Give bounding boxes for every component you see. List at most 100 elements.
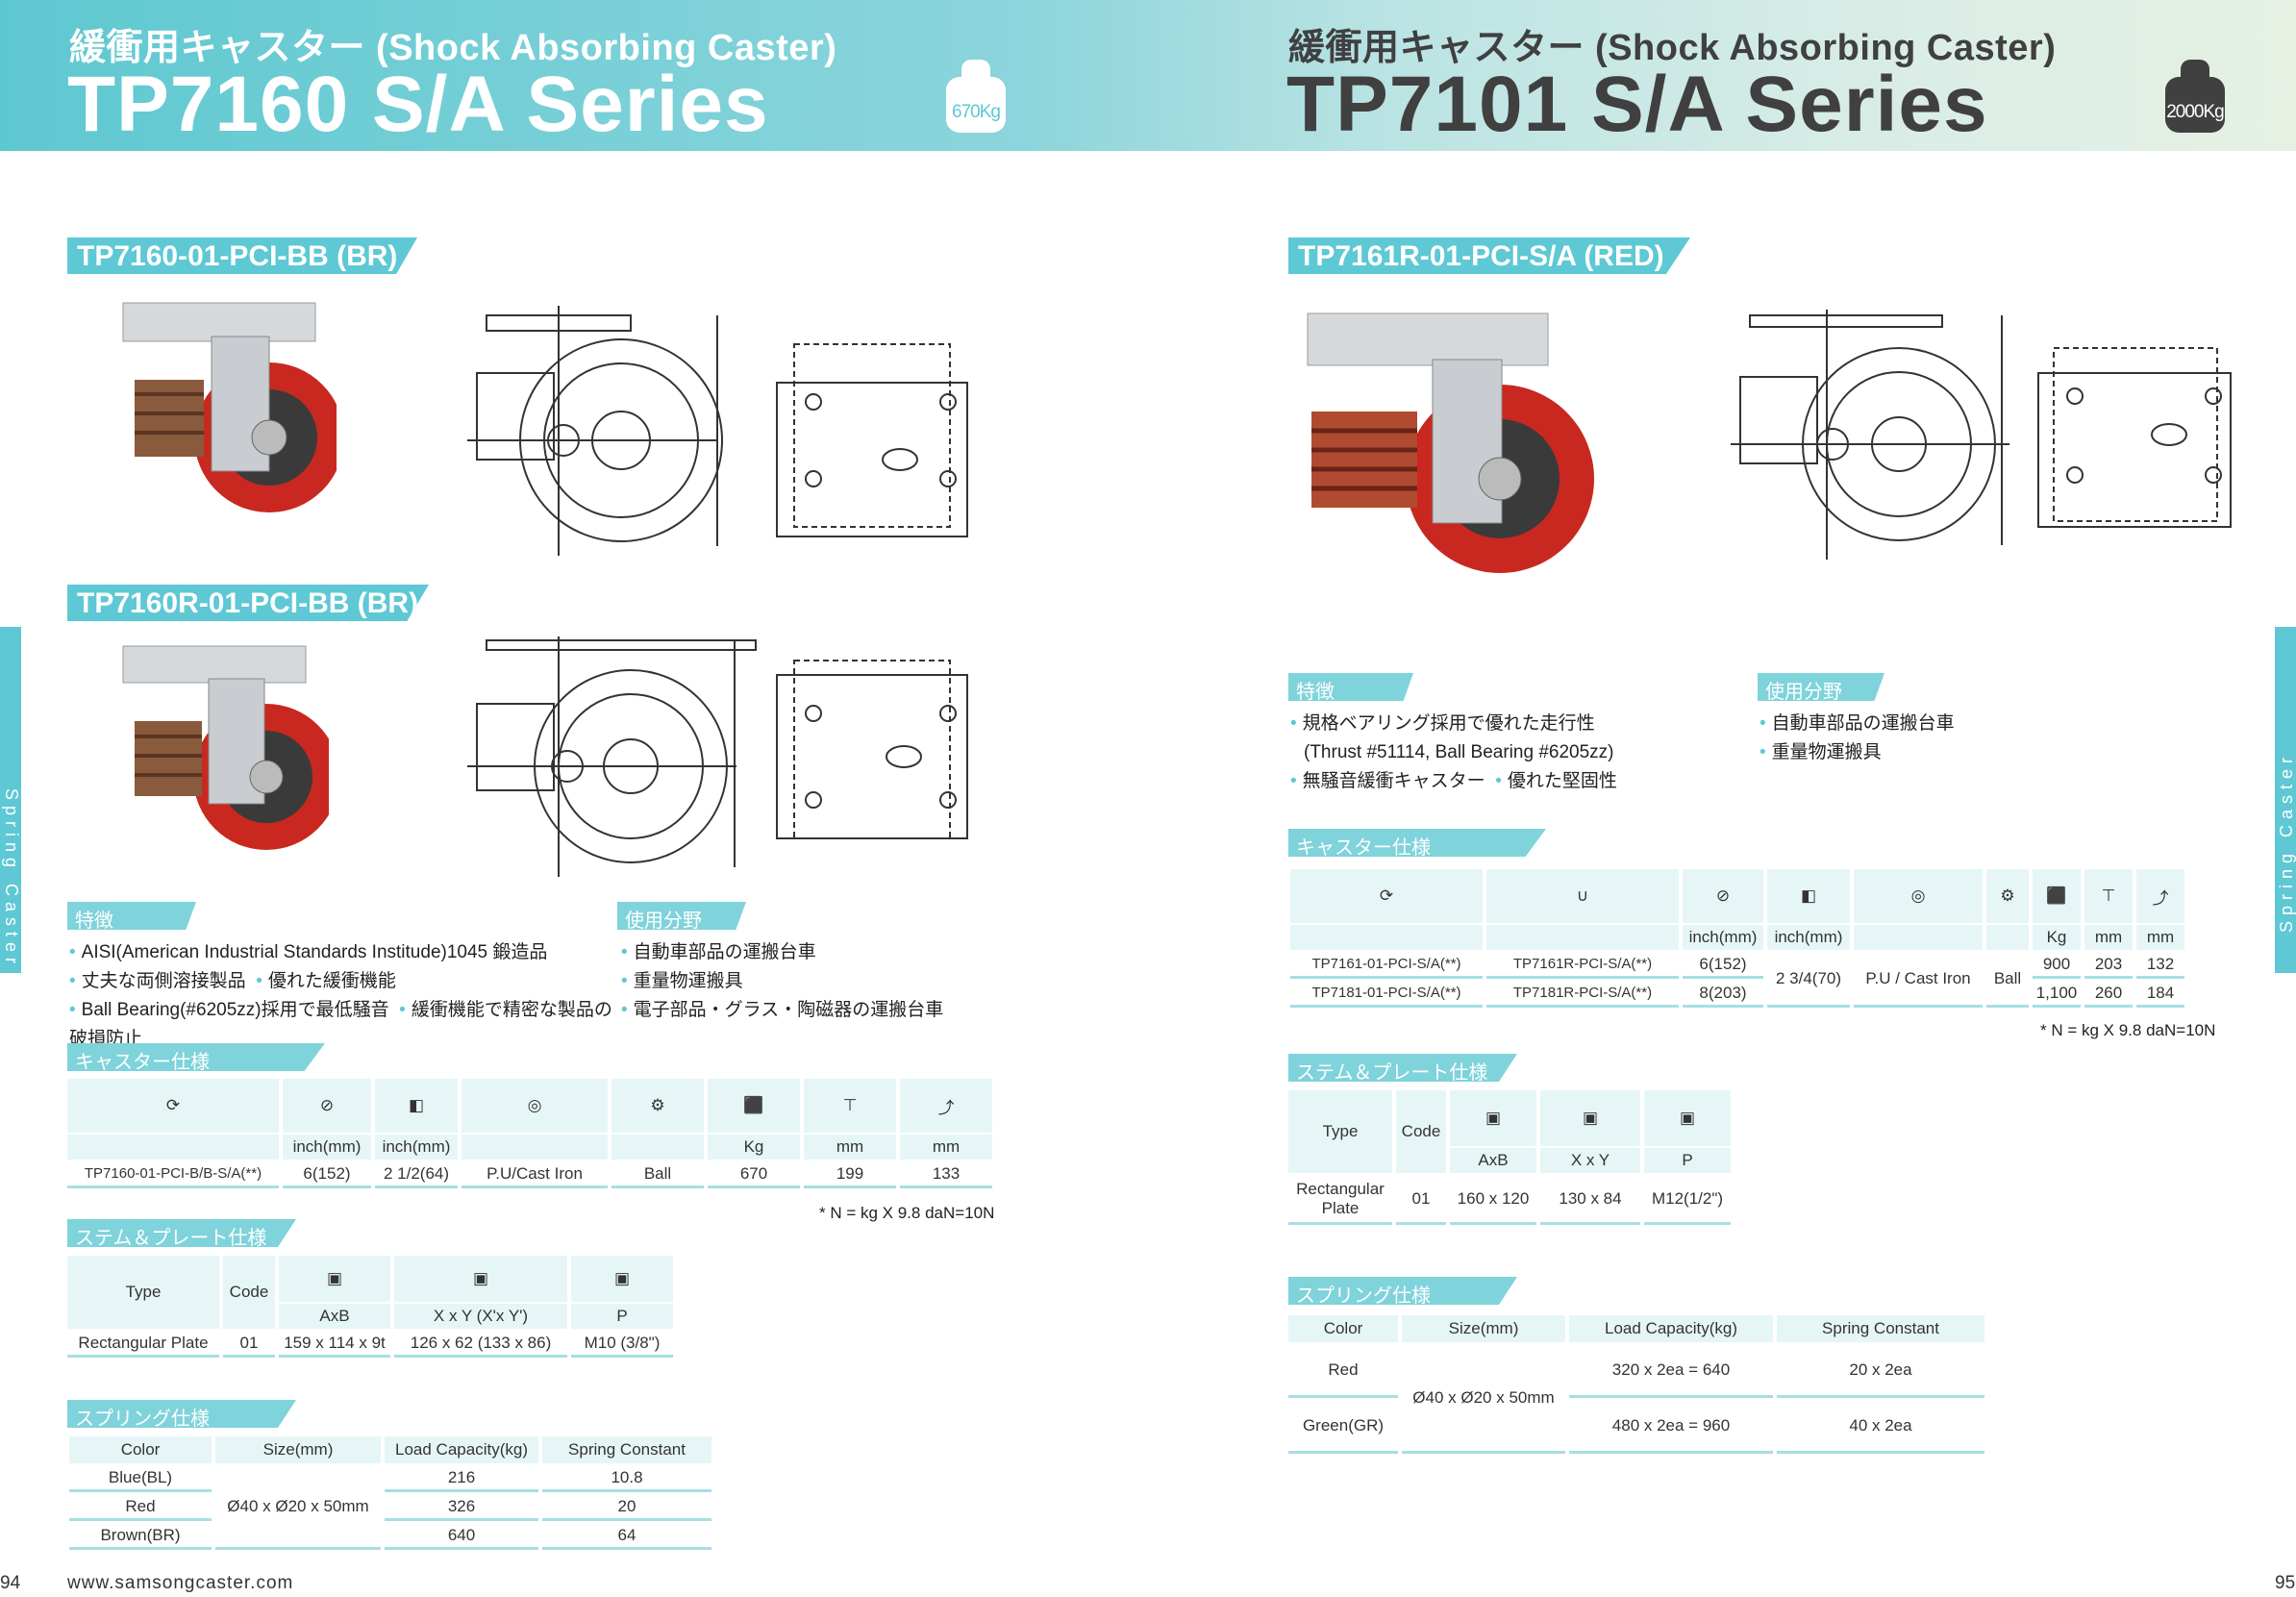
list-item: •無騒音緩衝キャスター •優れた堅固性 xyxy=(1290,771,1617,791)
wheel-width-icon: ◧ xyxy=(375,1079,458,1133)
right-caster-spec-table: ⟳ ∪ ⊘ ◧ ◎ ⚙ ⬛ ⊤ ⤴ inch(mm) inch(mm) Kg m… xyxy=(1286,867,2188,1010)
left-usage-heading: 使用分野 xyxy=(617,902,746,930)
plate-icon: ▣ xyxy=(279,1256,390,1302)
left-side-tab xyxy=(0,627,21,973)
left-usage-list: •自動車部品の運搬台車 •重量物運搬具 •電子部品・グラス・陶磁器の運搬台車 xyxy=(621,938,1006,1025)
list-item: •重量物運搬具 xyxy=(1759,742,1882,762)
right-features-heading: 特徴 xyxy=(1288,673,1413,701)
unit-label: mm xyxy=(2084,925,2133,950)
technical-drawing xyxy=(1731,310,2269,569)
left-spring-spec-table: Color Size(mm) Load Capacity(kg) Spring … xyxy=(65,1435,715,1552)
unit-label: inch(mm) xyxy=(283,1135,371,1160)
right-stem-spec-heading: ステム＆プレート仕様 xyxy=(1288,1054,1517,1082)
load-icon: ⬛ xyxy=(2033,869,2081,923)
plate-icon: ▣ xyxy=(1540,1090,1640,1146)
right-series-title: TP7101 S/A Series xyxy=(1286,61,1988,148)
offset-icon: ⤴ xyxy=(2136,869,2184,923)
technical-drawing xyxy=(467,636,1035,891)
list-item: •自動車部品の運搬台車 xyxy=(621,942,816,962)
table-row: Rectangular Plate 01 159 x 114 x 9t 126 … xyxy=(67,1331,673,1358)
left-features-heading: 特徴 xyxy=(67,902,196,930)
unit-label: Kg xyxy=(2033,925,2081,950)
right-caster-spec-heading: キャスター仕様 xyxy=(1288,829,1546,857)
right-stem-spec-table: Type Code ▣ ▣ ▣ AxB X x Y P Rectangular … xyxy=(1285,1088,1734,1227)
list-item: •電子部品・グラス・陶磁器の運搬台車 xyxy=(621,1000,944,1020)
table-row: Blue(BL) Ø40 x Ø20 x 50mm 216 10.8 xyxy=(69,1465,711,1550)
list-item: (Thrust #51114, Ball Bearing #6205zz) xyxy=(1304,742,1614,762)
left-side-label: Spring Caster xyxy=(2,788,21,970)
list-item: •重量物運搬具 xyxy=(621,971,743,991)
right-spring-spec-table: Color Size(mm) Load Capacity(kg) Spring … xyxy=(1285,1313,1988,1456)
right-side-label: Spring Caster xyxy=(2277,751,2296,933)
unit-label: Kg xyxy=(708,1135,800,1160)
list-item: •規格ベアリング採用で優れた走行性 xyxy=(1290,713,1595,734)
unit-note: * N = kg X 9.8 daN=10N xyxy=(2040,1021,2216,1039)
left-weight-label: 670Kg xyxy=(952,102,1001,122)
unit-note: * N = kg X 9.8 daN=10N xyxy=(819,1204,995,1222)
load-icon: ⬛ xyxy=(708,1079,800,1133)
plate-icon: ▣ xyxy=(1644,1090,1731,1146)
left-model1-tab: TP7160-01-PCI-BB (BR) xyxy=(67,237,417,274)
plate-icon: ▣ xyxy=(571,1256,673,1302)
bearing-icon: ⚙ xyxy=(1986,869,2029,923)
unit-label: inch(mm) xyxy=(1683,925,1763,950)
table-row: TP7181-01-PCI-S/A(**) TP7181R-PCI-S/A(**… xyxy=(1290,981,2184,1008)
left-caster-spec-table: ⟳ ⊘ ◧ ◎ ⚙ ⬛ ⊤ ⤴ inch(mm) inch(mm) Kg mm … xyxy=(63,1077,996,1190)
wheel-width-icon: ◧ xyxy=(1767,869,1850,923)
table-row: Red Ø40 x Ø20 x 50mm 320 x 2ea = 640 20 … xyxy=(1288,1344,1984,1454)
height-icon: ⊤ xyxy=(2084,869,2133,923)
table-row: TP7160-01-PCI-B/B-S/A(**) 6(152) 2 1/2(6… xyxy=(67,1161,992,1188)
list-item: •AISI(American Industrial Standards Inst… xyxy=(69,942,548,962)
table-row: Green(GR) 480 x 2ea = 960 40 x 2ea xyxy=(1288,1400,1984,1454)
left-subtitle: 緩衝用キャスター (Shock Absorbing Caster) xyxy=(69,28,837,68)
plate-icon: ▣ xyxy=(394,1256,567,1302)
list-item: •自動車部品の運搬台車 xyxy=(1759,713,1955,734)
page-header xyxy=(0,0,2296,151)
left-features-list: •AISI(American Industrial Standards Inst… xyxy=(69,938,627,1054)
right-model1-tab: TP7161R-01-PCI-S/A (RED) xyxy=(1288,237,1690,274)
caster-icon: ⟳ xyxy=(67,1079,279,1133)
left-stem-spec-table: Type Code ▣ ▣ ▣ AxB X x Y (X'x Y') P Rec… xyxy=(63,1254,677,1360)
technical-drawing xyxy=(467,306,1035,565)
material-icon: ◎ xyxy=(1854,869,1983,923)
right-side-tab xyxy=(2275,627,2296,973)
right-usage-heading: 使用分野 xyxy=(1758,673,1884,701)
plate-icon: ▣ xyxy=(1450,1090,1536,1146)
bearing-icon: ⚙ xyxy=(611,1079,704,1133)
left-stem-spec-heading: ステム＆プレート仕様 xyxy=(67,1219,296,1247)
right-spring-spec-heading: スプリング仕様 xyxy=(1288,1277,1517,1305)
right-features-list: •規格ベアリング採用で優れた走行性 (Thrust #51114, Ball B… xyxy=(1290,710,1829,796)
caster-photo xyxy=(1298,306,1596,575)
right-usage-list: •自動車部品の運搬台車 •重量物運搬具 xyxy=(1759,710,2144,767)
caster-icon: ⟳ xyxy=(1290,869,1483,923)
unit-label: inch(mm) xyxy=(1767,925,1850,950)
unit-label: inch(mm) xyxy=(375,1135,458,1160)
page-number: 95 xyxy=(2275,1573,2296,1593)
wheel-diameter-icon: ⊘ xyxy=(1683,869,1763,923)
table-row: TP7161-01-PCI-S/A(**) TP7161R-PCI-S/A(**… xyxy=(1290,952,2184,1008)
left-spring-spec-heading: スプリング仕様 xyxy=(67,1400,296,1428)
unit-label: mm xyxy=(2136,925,2184,950)
list-item: •丈夫な両側溶接製品 •優れた緩衝機能 xyxy=(69,971,396,991)
weight-icon: 2000Kg xyxy=(2165,60,2225,135)
wheel-diameter-icon: ⊘ xyxy=(283,1079,371,1133)
unit-label: mm xyxy=(900,1135,992,1160)
rigid-caster-icon: ∪ xyxy=(1486,869,1679,923)
right-weight-label: 2000Kg xyxy=(2166,102,2225,122)
offset-icon: ⤴ xyxy=(900,1079,992,1133)
unit-label: mm xyxy=(804,1135,896,1160)
caster-photo xyxy=(106,293,337,516)
left-caster-spec-heading: キャスター仕様 xyxy=(67,1043,325,1071)
page-number: 94 xyxy=(0,1573,21,1593)
weight-icon: 670Kg xyxy=(946,60,1006,135)
caster-photo xyxy=(108,635,329,854)
table-row: Red 326 20 xyxy=(69,1494,711,1521)
left-series-title: TP7160 S/A Series xyxy=(67,61,769,148)
table-row: Rectangular Plate 01 160 x 120 130 x 84 … xyxy=(1288,1175,1731,1225)
height-icon: ⊤ xyxy=(804,1079,896,1133)
right-subtitle: 緩衝用キャスター (Shock Absorbing Caster) xyxy=(1288,28,2057,68)
website-link[interactable]: www.samsongcaster.com xyxy=(67,1573,294,1593)
left-model2-tab: TP7160R-01-PCI-BB (BR) xyxy=(67,585,429,621)
table-row: Brown(BR) 640 64 xyxy=(69,1523,711,1550)
material-icon: ◎ xyxy=(462,1079,608,1133)
